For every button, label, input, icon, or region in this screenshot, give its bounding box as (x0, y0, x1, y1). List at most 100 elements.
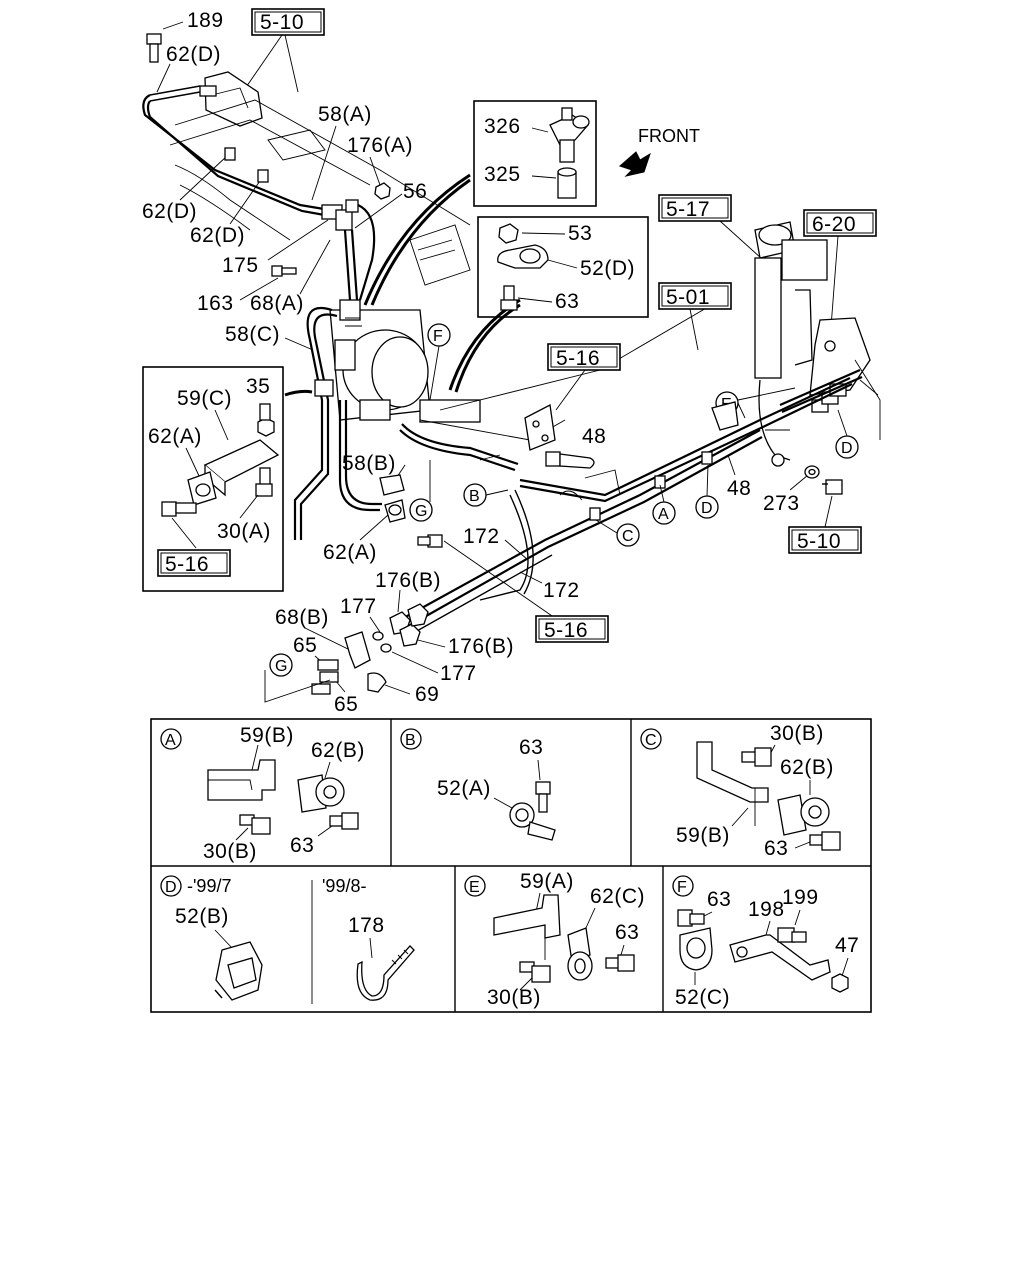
label-68b: 68(B) (275, 606, 329, 629)
label-48a: 48 (582, 425, 606, 448)
ref-box-5-01 (658, 282, 732, 310)
label-35: 35 (246, 375, 270, 398)
detail-A-63: 63 (290, 834, 314, 857)
bracket-5-16-mid (524, 404, 556, 451)
label-59c: 59(C) (177, 387, 232, 410)
label-325: 325 (484, 163, 521, 186)
top-bracket (199, 71, 263, 127)
ref-circle-C (616, 523, 640, 547)
detail-D-date-old: -'99/7 (187, 876, 231, 896)
ref-box-5-10-top (251, 8, 325, 36)
label-175: 175 (222, 254, 259, 277)
ref-B-label: B (469, 488, 480, 505)
detail-E-62c: 62(C) (590, 885, 645, 908)
label-5-10-right: 5-10 (797, 530, 841, 553)
label-5-10-top: 5-10 (260, 11, 304, 34)
detail-C-bolt-63-icon (809, 831, 841, 851)
detail-E-59a: 59(A) (520, 870, 574, 893)
bolt-5-16-low-icon (417, 534, 443, 548)
ref-D-right-label: D (841, 440, 853, 457)
ref-F-label: F (433, 328, 443, 345)
label-65-2: 65 (334, 693, 358, 716)
clamp-52d-icon (497, 244, 549, 269)
label-176b-1: 176(B) (375, 569, 441, 592)
detail-F-198: 198 (748, 898, 785, 921)
detail-A-letter: A (165, 732, 176, 749)
label-58c: 58(C) (225, 323, 280, 346)
nut-176a-icon (374, 182, 391, 200)
detail-E-bolt-30b-icon (519, 961, 551, 983)
label-177-1: 177 (340, 595, 377, 618)
detail-F-clip-52c-icon (679, 927, 713, 971)
detail-C: C 30(B) 62(B) 59(B) 63 (640, 722, 841, 860)
detail-D-letter: D (165, 879, 177, 896)
bracket-e-main (711, 401, 739, 431)
bolt-63-inset-icon (500, 285, 518, 311)
bolt-5-10-right-icon (822, 479, 843, 495)
detail-E: E 59(A) 62(C) 63 30(B) (464, 870, 645, 1009)
detail-A-30b: 30(B) (203, 840, 257, 863)
detail-C-bolt-30b-icon (741, 747, 772, 767)
inset-326-325 (473, 100, 597, 207)
detail-D-date-new: '99/8- (322, 876, 366, 896)
ref-box-5-16-low (535, 615, 609, 643)
sleeve-325-icon (557, 167, 577, 199)
label-62a: 62(A) (323, 541, 377, 564)
detail-D-cable-tie-178-icon (356, 945, 415, 1001)
ref-circle-G-top (409, 498, 433, 522)
label-5-01: 5-01 (666, 286, 710, 309)
detail-D: D -'99/7 '99/8- 52(B) 178 (160, 875, 415, 1001)
detail-E-bolt-63-icon (605, 954, 635, 972)
label-53: 53 (568, 222, 592, 245)
detail-D-52b: 52(B) (175, 905, 229, 928)
label-58b: 58(B) (342, 452, 396, 475)
front-label: FRONT (638, 126, 700, 146)
inset-left-bracket (142, 366, 284, 592)
label-58a: 58(A) (318, 103, 372, 126)
label-326: 326 (484, 115, 521, 138)
bolt-189-icon (146, 33, 162, 63)
detail-C-letter: C (645, 732, 657, 749)
ref-G-top-label: G (415, 503, 427, 520)
valve-cluster (321, 199, 376, 301)
detail-B-letter: B (405, 732, 416, 749)
label-69: 69 (415, 683, 439, 706)
label-172b: 172 (543, 579, 580, 602)
ref-D-mid-label: D (701, 500, 713, 517)
label-5-16-low: 5-16 (544, 619, 588, 642)
label-68a: 68(A) (250, 292, 304, 315)
detail-E-63: 63 (615, 921, 639, 944)
detail-A-59b: 59(B) (240, 724, 294, 747)
label-62d-top: 62(D) (166, 43, 221, 66)
label-176b-2: 176(B) (448, 635, 514, 658)
bolt-inset-5-16-icon (161, 501, 197, 517)
detail-C-62b: 62(B) (780, 756, 834, 779)
detail-B-63: 63 (519, 736, 543, 759)
label-5-16-mid: 5-16 (556, 347, 600, 370)
front-arrow-icon (619, 151, 651, 177)
washer-273-icon (804, 465, 820, 479)
ref-A-label: A (658, 506, 669, 523)
bolt-30a-icon (255, 467, 273, 497)
detail-D-clip-52b-icon (214, 941, 263, 1001)
detail-A: A 59(B) 62(B) 30(B) 63 (160, 724, 364, 863)
detail-F-199: 199 (782, 886, 819, 909)
label-30a: 30(A) (217, 520, 271, 543)
label-62d-left: 62(D) (142, 200, 197, 223)
detail-E-letter: E (469, 879, 480, 896)
ref-box-5-16-mid (547, 343, 621, 371)
label-6-20: 6-20 (812, 213, 856, 236)
label-172a: 172 (463, 525, 500, 548)
ref-box-5-17 (658, 194, 732, 222)
detail-F-52c: 52(C) (675, 986, 730, 1009)
detail-F-letter: F (677, 879, 687, 896)
mount-bracket-6-20 (809, 317, 881, 440)
ref-circle-G-bottom (269, 653, 293, 677)
label-5-17: 5-17 (666, 198, 710, 221)
inset-53-52d-63 (477, 216, 649, 318)
detail-F-47: 47 (835, 934, 859, 957)
detail-F: F 63 52(C) 198 199 47 (672, 875, 859, 1009)
clip-62a-inset-icon (187, 471, 217, 506)
